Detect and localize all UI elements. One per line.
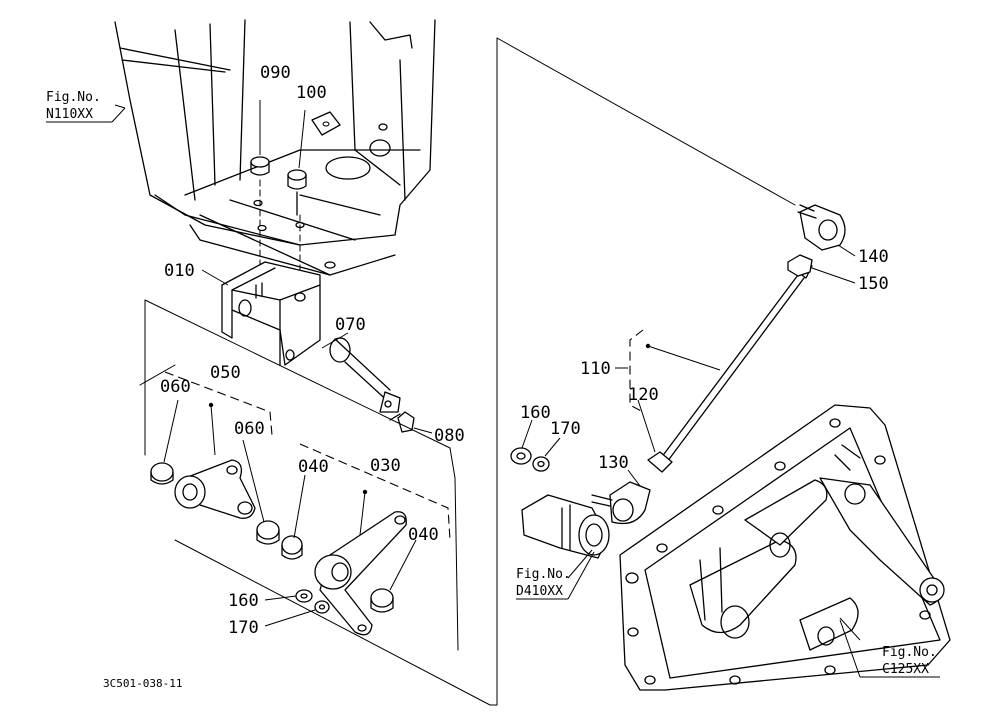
part-label: 140 <box>858 247 889 267</box>
arm-050-drawing <box>150 371 280 545</box>
group-110-bracket <box>629 329 721 413</box>
figure-ref-n110xx: Fig.No. N110XX <box>46 90 126 123</box>
part-label: 130 <box>598 453 629 473</box>
part-label: 060 <box>234 419 265 439</box>
part-label: 160 <box>228 591 259 611</box>
part-label: 160 <box>520 403 551 423</box>
figure-ref-d410xx: Fig.No. D410XX <box>516 551 595 600</box>
bracket-010-drawing <box>221 261 321 366</box>
ball-joint-130-drawing <box>591 481 651 525</box>
part-label: 170 <box>228 618 259 638</box>
pin-070-drawing <box>329 337 401 413</box>
part-label: 060 <box>160 377 191 397</box>
part-label: 050 <box>210 363 241 383</box>
svg-text:Fig.No.: Fig.No. <box>46 90 101 105</box>
washer-160-170-right-drawing <box>510 447 550 472</box>
part-label: 170 <box>550 419 581 439</box>
bolt-080-drawing <box>389 411 433 434</box>
part-label: 080 <box>434 426 465 446</box>
ball-joint-140-drawing <box>797 204 846 251</box>
part-label: 150 <box>858 274 889 294</box>
nut-150-drawing <box>787 254 813 277</box>
divider-line <box>496 37 796 706</box>
leader-lines-right <box>114 104 861 641</box>
svg-text:C125XX: C125XX <box>882 662 929 677</box>
shaft-d410-drawing <box>521 494 610 559</box>
part-labels: 010 030 040 040 050 060 060 070 080 090 … <box>160 63 889 638</box>
svg-text:Fig.No.: Fig.No. <box>516 567 571 582</box>
part-label: 040 <box>298 457 329 477</box>
bolt-090-drawing <box>250 100 270 276</box>
svg-text:D410XX: D410XX <box>516 584 563 599</box>
part-label: 120 <box>628 385 659 405</box>
drawing-code: 3C501-038-11 <box>103 677 182 690</box>
part-label: 090 <box>260 63 291 83</box>
housing-c125-drawing <box>619 404 951 691</box>
part-label: 070 <box>335 315 366 335</box>
svg-text:Fig.No.: Fig.No. <box>882 645 937 660</box>
figure-ref-c125xx: Fig.No. C125XX <box>839 619 940 678</box>
part-label: 010 <box>164 261 195 281</box>
part-label: 110 <box>580 359 611 379</box>
part-label: 100 <box>296 83 327 103</box>
group-boundary-left <box>139 299 498 706</box>
leader-lines-left <box>163 269 417 627</box>
tractor-frame-drawing <box>114 19 436 276</box>
part-label: 040 <box>408 525 439 545</box>
part-label: 030 <box>370 456 401 476</box>
arm-030-drawing <box>281 443 451 636</box>
rod-110-drawing <box>647 259 813 473</box>
svg-text:N110XX: N110XX <box>46 107 93 122</box>
